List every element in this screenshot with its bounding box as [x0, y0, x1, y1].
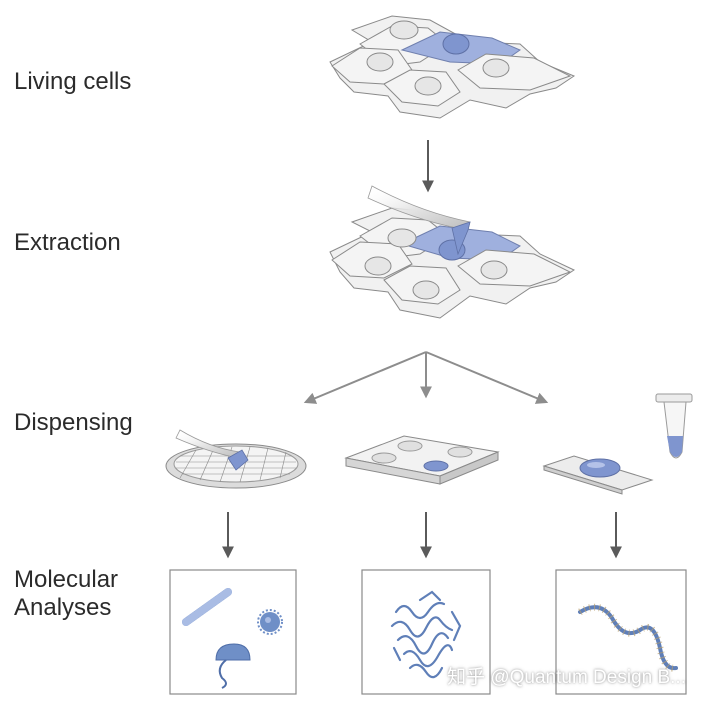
- em-grid-icon: [165, 429, 307, 489]
- analysis-frame-sequencing: [555, 569, 687, 695]
- stage-label-molecular-line1: Molecular: [14, 566, 119, 593]
- filament-icon: [182, 588, 232, 626]
- analysis-frame-crystal: [361, 569, 491, 695]
- micropipette-icon: [367, 185, 471, 256]
- watermark: 知乎 @Quantum Design B...: [447, 667, 686, 688]
- stage-label-molecular-analyses: Molecular Analyses: [14, 566, 118, 622]
- cell-sheet-icon: [329, 15, 576, 119]
- analysis-frame-em: [169, 569, 297, 695]
- rna-strand-icon: [578, 603, 678, 672]
- stage-label-dispensing: Dispensing: [14, 409, 133, 436]
- cell-sheet-icon: [329, 207, 576, 319]
- branch-arrows: [303, 351, 549, 404]
- protein-blob-icon: [215, 643, 251, 689]
- microwell-plate-icon: [344, 435, 500, 485]
- tube-icon: [655, 393, 693, 459]
- particle-icon: [257, 609, 283, 635]
- protein-structure-icon: [390, 590, 462, 679]
- stage-label-living-cells: Living cells: [14, 68, 132, 95]
- glass-slide-icon: [542, 455, 654, 495]
- stage-label-molecular-line2: Analyses: [14, 594, 112, 621]
- stage-label-extraction: Extraction: [14, 229, 121, 256]
